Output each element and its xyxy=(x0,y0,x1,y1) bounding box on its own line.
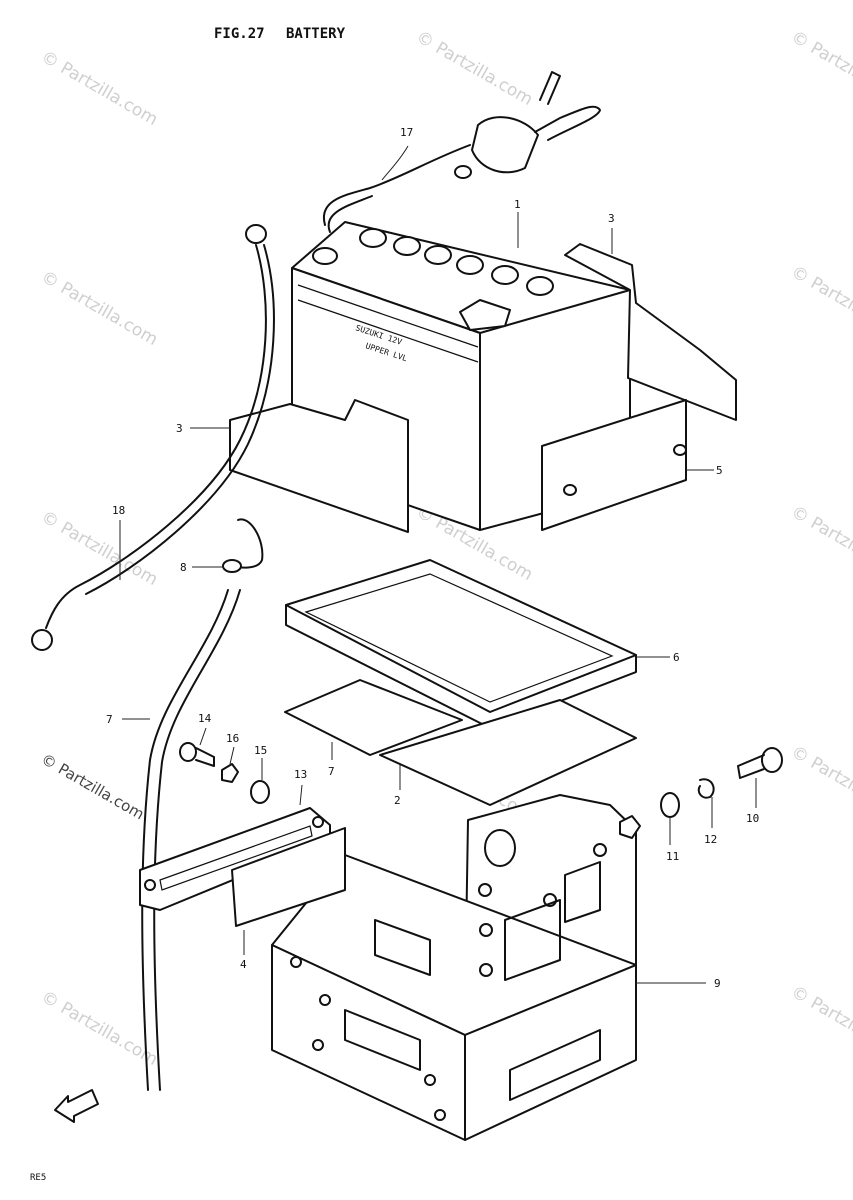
nut-on-holder xyxy=(619,815,641,839)
breather-tube-edge xyxy=(153,589,241,1091)
bolt-14 xyxy=(179,742,215,767)
callout-3: 3 xyxy=(176,422,183,435)
callout-14: 14 xyxy=(198,712,212,725)
callout-6: 6 xyxy=(673,651,680,664)
battery-caps xyxy=(359,228,554,296)
battery-holder xyxy=(271,794,637,1141)
callout-5: 5 xyxy=(716,464,723,477)
holder-spacer xyxy=(231,827,346,927)
watermark: © Partzilla.com xyxy=(788,982,853,1065)
callout-3: 3 xyxy=(608,212,615,225)
watermark: © Partzilla.com xyxy=(788,262,853,345)
callout-16: 16 xyxy=(226,732,239,745)
callout-4: 4 xyxy=(240,958,247,971)
watermark: © Partzilla.com xyxy=(38,987,162,1070)
bolt-10 xyxy=(737,747,783,779)
watermark: © Partzilla.com xyxy=(38,267,162,350)
battery-sheet-left xyxy=(229,399,409,533)
callout-7: 7 xyxy=(328,765,335,778)
callout-2: 2 xyxy=(394,794,401,807)
figure-label: FIG.27 xyxy=(214,26,265,42)
washer-15 xyxy=(250,780,270,804)
watermark: © Partzilla.com xyxy=(788,27,853,110)
holder-holes xyxy=(290,829,607,1121)
pad-left xyxy=(284,679,463,756)
watermark: © Partzilla.com xyxy=(38,47,162,130)
footer-label: RE5 xyxy=(30,1173,46,1183)
watermark: © Partzilla.com xyxy=(413,27,537,110)
callout-10: 10 xyxy=(746,812,759,825)
callout-1: 1 xyxy=(514,198,521,211)
watermark: © Partzilla.com xyxy=(788,742,853,825)
terminal-bracket xyxy=(222,518,264,573)
battery-plate xyxy=(541,399,687,531)
callout-15: 15 xyxy=(254,744,267,757)
front-arrow-icon xyxy=(54,1089,99,1123)
battery-sheet-right xyxy=(564,243,737,421)
callout-8: 8 xyxy=(180,561,187,574)
callout-11: 11 xyxy=(666,850,679,863)
ground-cable xyxy=(31,224,275,651)
callouts: 1 3 17 3 5 18 8 6 7 14 16 15 13 7 2 10 1… xyxy=(106,126,759,990)
breather-tube xyxy=(141,589,229,1091)
holder-plate xyxy=(139,807,331,911)
watermark: © Partzilla.com xyxy=(38,507,162,590)
callout-7: 7 xyxy=(106,713,113,726)
watermark: © Partzilla.com xyxy=(788,502,853,585)
callout-17: 17 xyxy=(400,126,413,139)
washer-11 xyxy=(660,792,680,818)
positive-cable xyxy=(322,71,601,233)
pad-right xyxy=(379,699,637,806)
figure-name: BATTERY xyxy=(286,26,346,42)
callout-9: 9 xyxy=(714,977,721,990)
watermark-dark: © Partzilla.com xyxy=(38,750,147,823)
nut-16 xyxy=(221,763,239,783)
callout-12: 12 xyxy=(704,833,717,846)
leader-lines xyxy=(119,145,757,984)
lock-washer-12 xyxy=(697,778,715,799)
callout-18: 18 xyxy=(112,504,125,517)
callout-13: 13 xyxy=(294,768,307,781)
